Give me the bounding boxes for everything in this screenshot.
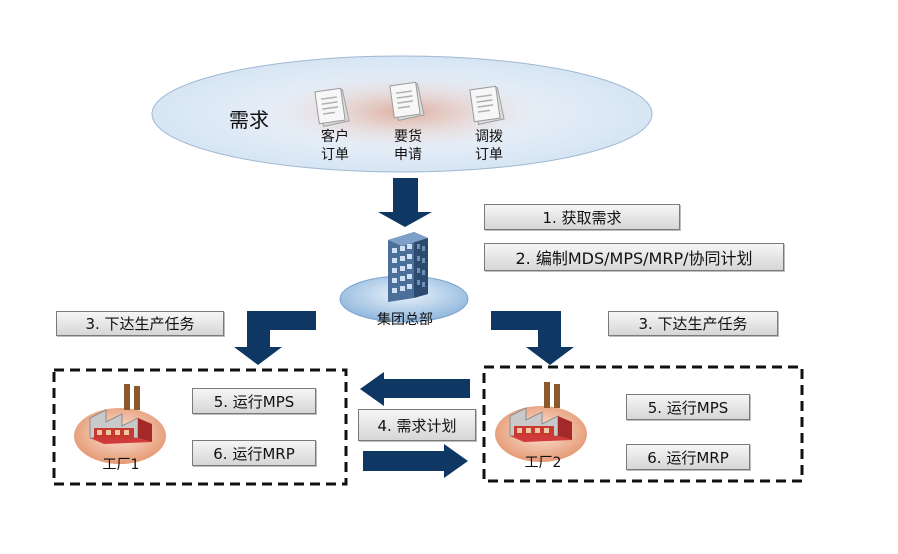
arrow-to-factory1 bbox=[234, 311, 316, 365]
factory2-run-mrp: 6. 运行MRP bbox=[626, 444, 750, 470]
document-icon bbox=[312, 86, 352, 132]
arrow-to-left bbox=[360, 372, 470, 406]
demand-title: 需求 bbox=[229, 108, 269, 132]
factory1-run-mps: 5. 运行MPS bbox=[192, 388, 316, 414]
factory2-label: 工厂2 bbox=[524, 455, 562, 471]
factory1-label: 工厂1 bbox=[102, 457, 140, 473]
factory1-run-mrp: 6. 运行MRP bbox=[192, 440, 316, 466]
doc-label-customer-order: 客户 订单 bbox=[321, 129, 349, 163]
building-icon bbox=[374, 228, 434, 306]
step-issue-task-right: 3. 下达生产任务 bbox=[608, 311, 778, 336]
document-icon bbox=[387, 80, 427, 126]
step-demand-plan: 4. 需求计划 bbox=[358, 409, 476, 441]
factory2-box bbox=[482, 365, 804, 483]
document-icon bbox=[467, 84, 507, 130]
doc-label-transfer-order: 调拨 订单 bbox=[475, 129, 503, 163]
factory-icon bbox=[506, 380, 578, 450]
factory-icon bbox=[86, 382, 158, 452]
step-issue-task-left: 3. 下达生产任务 bbox=[56, 311, 224, 336]
step-compile-plan: 2. 编制MDS/MPS/MRP/协同计划 bbox=[484, 243, 784, 271]
hq-label: 集团总部 bbox=[377, 312, 433, 328]
down-arrow-demand bbox=[378, 178, 432, 227]
factory2-run-mps: 5. 运行MPS bbox=[626, 394, 750, 420]
arrow-to-factory2 bbox=[491, 311, 574, 365]
step-get-demand: 1. 获取需求 bbox=[484, 204, 680, 230]
arrow-to-right bbox=[363, 444, 468, 478]
factory1-box bbox=[52, 368, 348, 486]
doc-label-replenish-request: 要货 申请 bbox=[394, 129, 422, 163]
